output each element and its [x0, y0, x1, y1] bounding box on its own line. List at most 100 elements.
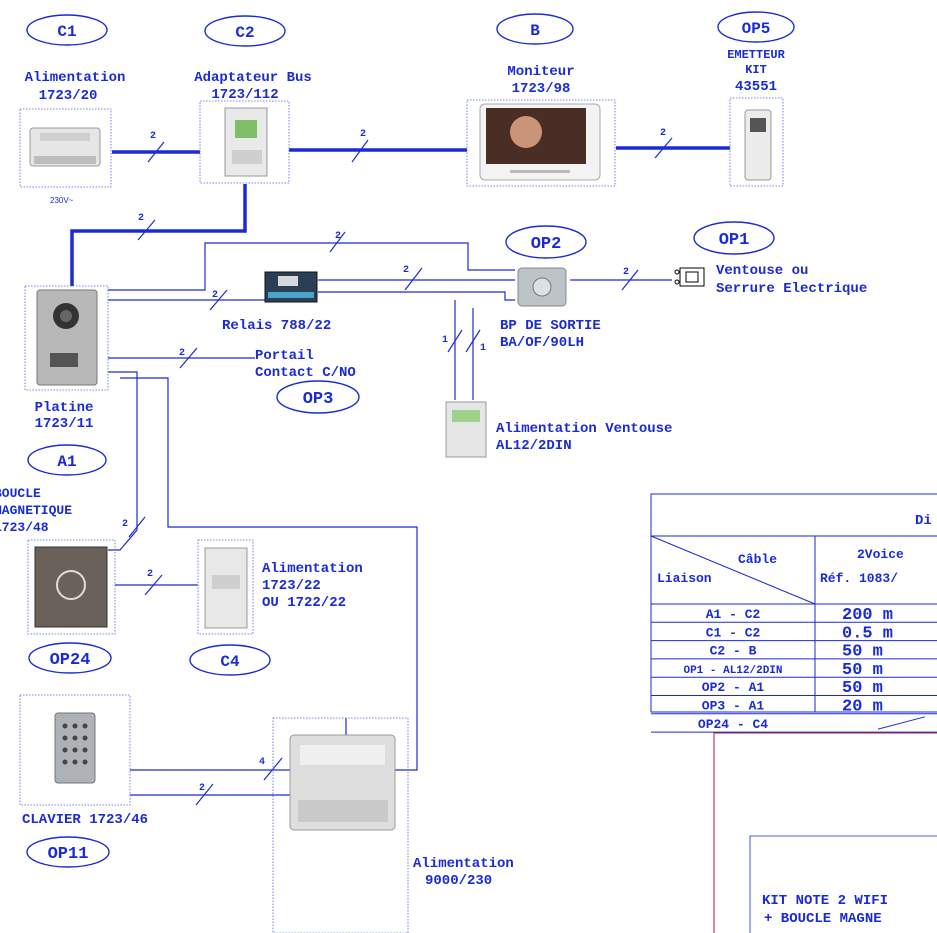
device-alim-c4 — [197, 539, 254, 635]
text-portail: Portail Contact C/NO — [255, 348, 356, 381]
table-header-top: Di — [915, 513, 932, 529]
svg-text:MAGNETIQUE: MAGNETIQUE — [0, 503, 72, 518]
svg-text:1723/20: 1723/20 — [39, 88, 98, 104]
svg-text:1723/112: 1723/112 — [211, 87, 278, 103]
svg-text:Alimentation: Alimentation — [413, 856, 514, 872]
kit-line2: + BOUCLE MAGNE — [764, 911, 882, 927]
text-clavier: CLAVIER 1723/46 — [22, 812, 148, 828]
svg-text:OP3: OP3 — [303, 390, 334, 409]
svg-text:1723/11: 1723/11 — [35, 416, 94, 432]
table-row-liaison: C2 - B — [710, 644, 757, 659]
svg-text:2: 2 — [122, 519, 128, 530]
svg-text:C1: C1 — [57, 23, 76, 41]
device-clavier — [19, 694, 131, 806]
table-row-value: 200 m — [842, 606, 893, 625]
svg-text:2: 2 — [199, 783, 205, 794]
label-op11: OP11 — [26, 836, 110, 868]
label-op24: OP24 — [28, 642, 112, 674]
svg-text:2: 2 — [147, 569, 153, 580]
table-row-value: 50 m — [842, 661, 883, 680]
device-platine — [24, 285, 109, 391]
text-bp-sortie: BP DE SORTIE BA/OF/90LH — [500, 318, 601, 351]
table-row-liaison: C1 - C2 — [706, 625, 761, 640]
wire-a1-op24 — [108, 371, 138, 551]
svg-text:9000/230: 9000/230 — [425, 873, 492, 889]
text-ventouse: Ventouse ou Serrure Electrique — [716, 263, 867, 297]
kit-box: KIT NOTE 2 WIFI + BOUCLE MAGNE — [713, 732, 937, 933]
table-row-liaison: OP3 - A1 — [702, 699, 765, 714]
tick-c2-b: 2 — [351, 129, 369, 163]
svg-text:OP24: OP24 — [50, 651, 91, 670]
svg-text:1: 1 — [442, 335, 448, 346]
tick-op2-al: 1 1 — [442, 329, 486, 354]
svg-text:Serrure Electrique: Serrure Electrique — [716, 281, 867, 297]
table-row-empty-slash — [877, 716, 926, 730]
label-c1: C1 — [26, 14, 108, 46]
tick-op2-op1: 2 — [621, 267, 639, 291]
svg-text:2: 2 — [150, 131, 156, 142]
label-a1: A1 — [27, 444, 107, 476]
text-emetteur: EMETTEUR KIT 43551 — [727, 48, 785, 95]
svg-text:EMETTEUR: EMETTEUR — [727, 48, 785, 62]
wire-relais-op2-bottom — [318, 291, 515, 301]
svg-text:2: 2 — [138, 213, 144, 224]
device-alim-9000 — [272, 717, 409, 933]
text-alim-c1: Alimentation 1723/20 — [25, 70, 126, 104]
svg-text:BOUCLE: BOUCLE — [0, 486, 41, 501]
svg-text:OU 1722/22: OU 1722/22 — [262, 595, 346, 611]
svg-text:2: 2 — [360, 129, 366, 140]
svg-text:2: 2 — [212, 290, 218, 301]
tick-a1-relais: 2 — [209, 289, 228, 311]
device-relais — [264, 271, 318, 303]
svg-text:Adaptateur Bus: Adaptateur Bus — [194, 70, 312, 86]
tick-a1-op3: 2 — [179, 347, 198, 369]
table-row-value: 50 m — [842, 679, 883, 698]
device-ventouse-icon — [674, 267, 705, 287]
table-col1-line1: 2Voice — [857, 547, 904, 562]
device-bp-sortie — [517, 267, 567, 307]
label-c4: C4 — [189, 644, 271, 676]
svg-text:4: 4 — [259, 757, 265, 768]
text-moniteur: Moniteur 1723/98 — [507, 64, 574, 97]
svg-text:AL12/2DIN: AL12/2DIN — [496, 438, 572, 454]
table-row-liaison: OP1 - AL12/2DIN — [683, 665, 782, 677]
label-c2: C2 — [204, 15, 286, 47]
svg-text:1: 1 — [480, 343, 486, 354]
svg-text:C2: C2 — [235, 24, 254, 42]
device-alim-ventouse — [445, 401, 487, 458]
label-op2: OP2 — [505, 225, 587, 259]
svg-text:43551: 43551 — [735, 79, 777, 95]
tick-b-op5: 2 — [654, 128, 673, 159]
bus-c2-a1 — [70, 184, 247, 286]
tick-a1-op11: 4 — [259, 757, 283, 781]
device-adaptateur-bus — [199, 100, 290, 184]
svg-text:OP1: OP1 — [719, 231, 750, 250]
device-boucle — [27, 539, 116, 635]
tick-c2-a1: 2 — [137, 213, 156, 241]
svg-text:BP DE SORTIE: BP DE SORTIE — [500, 318, 601, 334]
distance-table: Di Câble Liaison 2Voice Réf. 1083/ A1 - … — [650, 493, 937, 733]
table-diag-cable: Câble — [738, 552, 777, 567]
tick-op11-alim: 2 — [195, 783, 214, 806]
text-adapt-bus: Adaptateur Bus 1723/112 — [194, 70, 312, 103]
svg-text:1723/22: 1723/22 — [262, 578, 321, 594]
table-row-value: 20 m — [842, 698, 883, 717]
svg-text:Platine: Platine — [35, 400, 94, 416]
text-boucle: BOUCLE MAGNETIQUE 1723/48 — [0, 486, 72, 535]
table-row-value: 50 m — [842, 643, 883, 662]
svg-text:2: 2 — [623, 267, 629, 278]
svg-text:OP5: OP5 — [742, 20, 771, 38]
svg-text:OP11: OP11 — [48, 845, 89, 864]
tick-relais-op2: 2 — [403, 265, 423, 291]
svg-text:1723/48: 1723/48 — [0, 520, 49, 535]
svg-text:KIT: KIT — [745, 63, 767, 77]
device-alim-c1: 230V~ — [19, 108, 112, 205]
svg-text:1723/98: 1723/98 — [512, 81, 571, 97]
text-alim-ventouse: Alimentation Ventouse AL12/2DIN — [496, 421, 672, 454]
svg-text:Portail: Portail — [255, 348, 314, 364]
text-relais: Relais 788/22 — [222, 318, 331, 334]
text-platine: Platine 1723/11 — [35, 400, 94, 432]
svg-text:2: 2 — [335, 231, 341, 242]
device-moniteur — [466, 99, 616, 187]
